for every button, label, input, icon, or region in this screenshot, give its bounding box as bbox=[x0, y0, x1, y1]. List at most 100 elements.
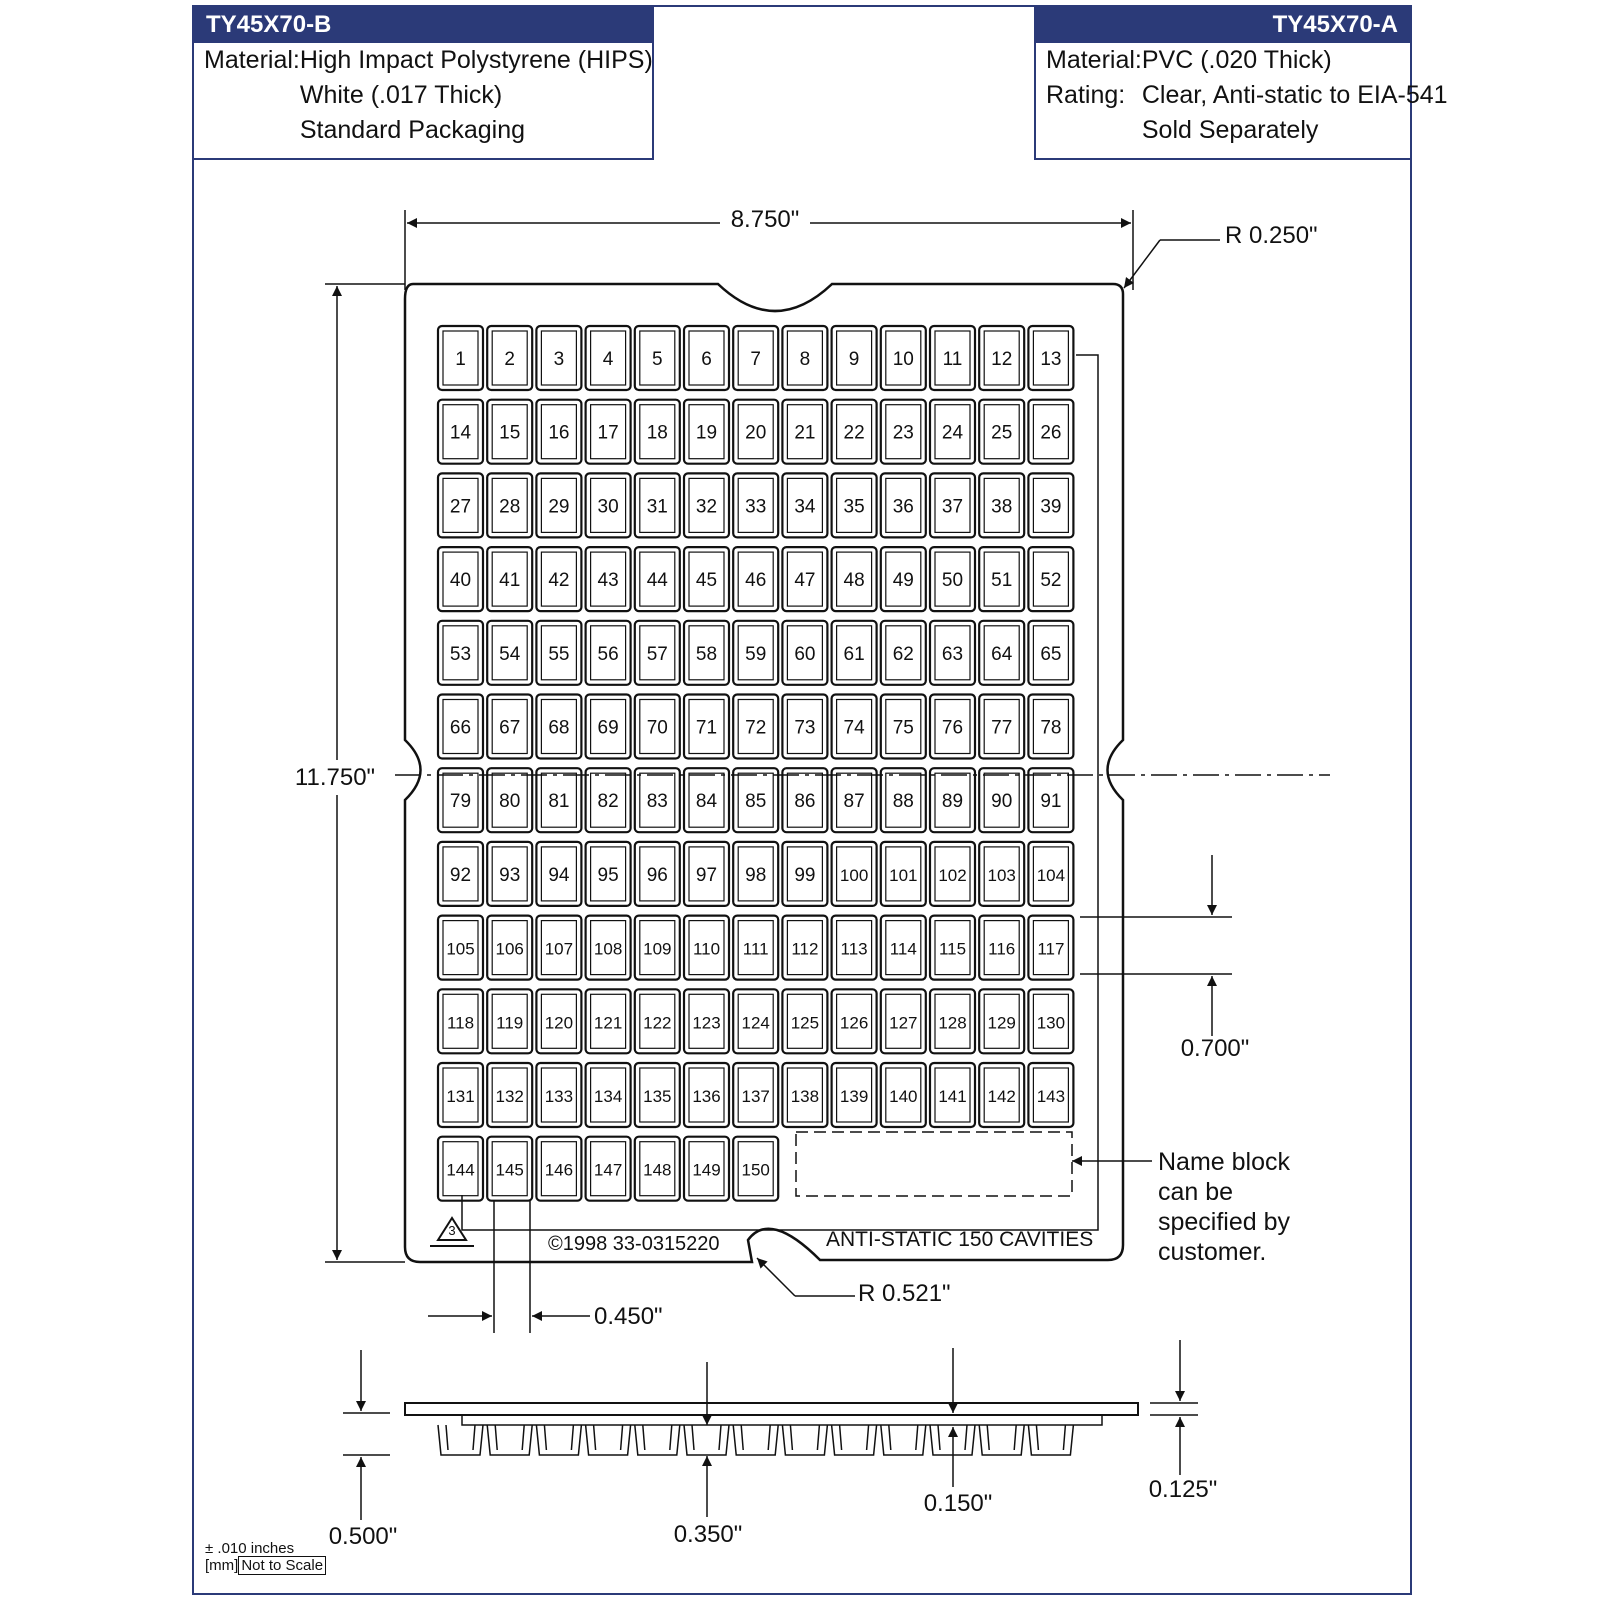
cavity-number: 43 bbox=[598, 570, 619, 591]
cavity: 10 bbox=[879, 324, 927, 392]
cavity-outline bbox=[682, 398, 731, 465]
cavity-inner bbox=[786, 625, 824, 681]
scale-label: Not to Scale bbox=[238, 1556, 327, 1575]
cavity-number: 17 bbox=[598, 423, 619, 444]
cavity: 61 bbox=[830, 619, 878, 686]
cavity-number: 51 bbox=[991, 570, 1012, 591]
cavity-outline bbox=[486, 1061, 534, 1129]
cavity-outline bbox=[682, 693, 731, 760]
cavity: 102 bbox=[928, 840, 977, 908]
cavity: 105 bbox=[436, 914, 485, 981]
cavity-outline bbox=[584, 1135, 632, 1202]
cavity-number: 142 bbox=[988, 1087, 1016, 1106]
cavity-outline bbox=[830, 914, 878, 981]
cavity-outline bbox=[436, 1135, 485, 1202]
cavity-number: 93 bbox=[499, 865, 520, 886]
cavity-outline bbox=[682, 1061, 731, 1129]
cavity-number: 34 bbox=[794, 496, 816, 517]
cavity: 117 bbox=[1027, 914, 1075, 981]
cavity: 124 bbox=[732, 988, 780, 1055]
cavity-number: 127 bbox=[889, 1013, 917, 1032]
cavity-number: 107 bbox=[545, 940, 573, 959]
cavity-number: 121 bbox=[594, 1013, 622, 1032]
cavity-number: 12 bbox=[991, 349, 1012, 370]
cavity-inner bbox=[639, 698, 676, 755]
profile-cavity bbox=[830, 1424, 878, 1456]
spec-key: Rating: bbox=[1046, 81, 1126, 109]
cavity-number: 144 bbox=[446, 1161, 474, 1180]
cavity-number: 4 bbox=[603, 349, 614, 370]
cavity: 74 bbox=[830, 693, 878, 760]
cavity-inner bbox=[885, 625, 922, 681]
cavity: 29 bbox=[535, 472, 583, 539]
cavity-outline bbox=[584, 914, 632, 981]
cavity-outline bbox=[1027, 767, 1075, 834]
cavity: 36 bbox=[879, 472, 927, 539]
cavity-inner bbox=[934, 330, 971, 386]
cavity-outline bbox=[584, 619, 632, 686]
cavity-inner bbox=[835, 551, 873, 607]
cavity-number: 128 bbox=[938, 1013, 966, 1032]
cavity-inner bbox=[885, 1067, 922, 1123]
cavity-number: 67 bbox=[499, 718, 520, 739]
cavity-number: 27 bbox=[450, 496, 471, 517]
cavity: 14 bbox=[436, 398, 485, 465]
cavity-inner bbox=[442, 698, 479, 755]
cavity-inner bbox=[835, 698, 873, 755]
cavity-number: 11 bbox=[943, 349, 963, 370]
cavity-inner bbox=[491, 846, 528, 902]
cavity-inner bbox=[589, 698, 627, 755]
cavity-outline bbox=[732, 767, 780, 834]
cavity-number: 69 bbox=[598, 718, 619, 739]
cavity-inner bbox=[835, 625, 873, 681]
cavity: 92 bbox=[436, 840, 485, 908]
cavity-inner bbox=[589, 993, 627, 1049]
cavity-outline bbox=[486, 693, 534, 760]
cavity: 75 bbox=[879, 693, 927, 760]
cavity-inner bbox=[835, 772, 873, 828]
cavity: 42 bbox=[535, 545, 583, 613]
cavity-number: 44 bbox=[647, 570, 669, 591]
cavity: 31 bbox=[633, 472, 681, 539]
cavity-outline bbox=[879, 324, 927, 392]
cavity-outline bbox=[584, 472, 632, 539]
cavity-inner bbox=[737, 625, 774, 681]
cavity-inner bbox=[540, 1067, 578, 1123]
cavity-outline bbox=[1027, 840, 1075, 908]
cavity: 71 bbox=[682, 693, 731, 760]
cavity-number: 16 bbox=[548, 423, 569, 444]
cavity: 32 bbox=[682, 472, 731, 539]
drawing-frame bbox=[192, 5, 1412, 1595]
cavity: 95 bbox=[584, 840, 632, 908]
cavity-outline bbox=[436, 988, 485, 1055]
cavity: 90 bbox=[978, 767, 1026, 834]
cavity-inner bbox=[983, 1067, 1020, 1123]
cavity-number: 70 bbox=[647, 718, 668, 739]
cavity-outline bbox=[830, 545, 878, 613]
cavity-number: 39 bbox=[1040, 496, 1061, 517]
cavity-number: 129 bbox=[988, 1013, 1016, 1032]
cavity-number: 125 bbox=[791, 1013, 819, 1032]
cavity-inner bbox=[540, 919, 578, 976]
cavity-inner bbox=[983, 477, 1020, 533]
cavity-number: 86 bbox=[794, 791, 815, 812]
cavity: 85 bbox=[732, 767, 780, 834]
cavity-number: 115 bbox=[939, 940, 966, 959]
cavity: 99 bbox=[781, 840, 829, 908]
cavity-number: 139 bbox=[840, 1087, 868, 1106]
cavity: 4 bbox=[584, 324, 632, 392]
cavity-number: 94 bbox=[548, 865, 570, 886]
cavity-inner bbox=[540, 551, 578, 607]
cavity-inner bbox=[885, 846, 922, 902]
cavity-number: 80 bbox=[499, 791, 520, 812]
profile-cavity bbox=[880, 1424, 927, 1456]
cavity-number: 131 bbox=[446, 1087, 474, 1106]
cavity-number: 147 bbox=[594, 1161, 622, 1180]
cavity: 5 bbox=[633, 324, 681, 392]
cavity-outline bbox=[928, 767, 977, 834]
cavity-outline bbox=[436, 840, 485, 908]
cavity-inner bbox=[540, 846, 578, 902]
cavity-number: 141 bbox=[938, 1087, 966, 1106]
cavity-inner bbox=[983, 846, 1020, 902]
cavity: 3 bbox=[535, 324, 583, 392]
